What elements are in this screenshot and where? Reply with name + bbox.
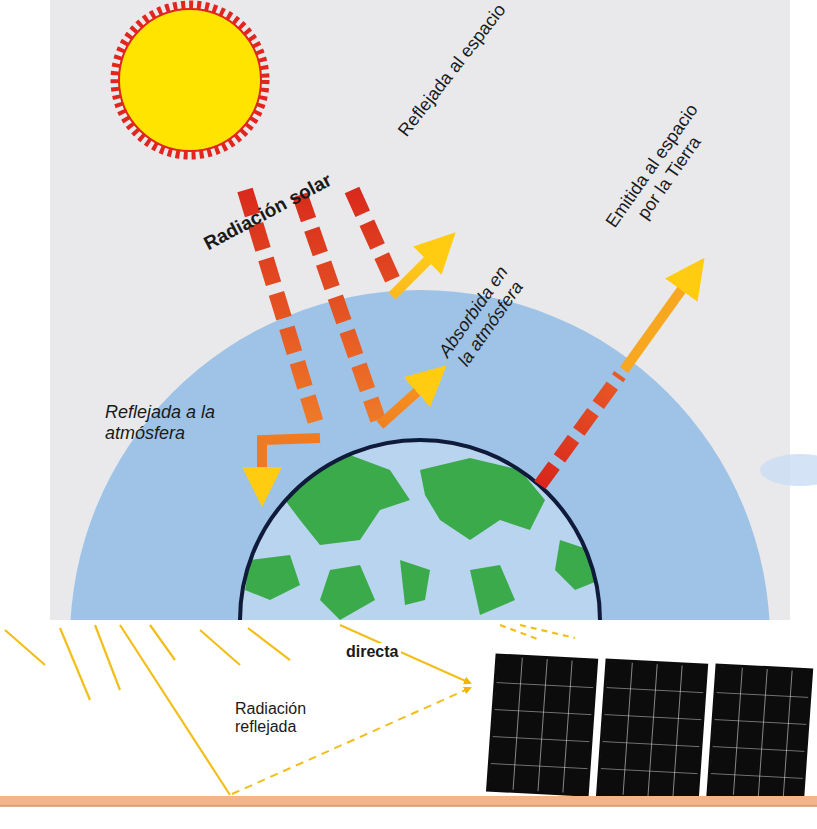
sun-rays xyxy=(115,5,265,155)
solar-panels xyxy=(488,655,812,800)
ray-label: Radiación reflejada xyxy=(232,700,338,737)
emitted-arrow xyxy=(624,278,690,370)
solar-rays xyxy=(245,190,395,430)
ray-label: directa xyxy=(343,643,401,661)
cloud xyxy=(760,454,817,486)
arrow-label: Reflejada a la atmósfera xyxy=(105,402,225,443)
reflected-line xyxy=(232,688,470,794)
atmosphere xyxy=(70,290,770,620)
ground-edge xyxy=(0,805,817,807)
sun-rim xyxy=(119,9,261,151)
emitted-ray xyxy=(540,375,620,485)
deflected-arrows xyxy=(262,250,438,482)
ground xyxy=(0,796,817,806)
sun xyxy=(118,8,262,152)
